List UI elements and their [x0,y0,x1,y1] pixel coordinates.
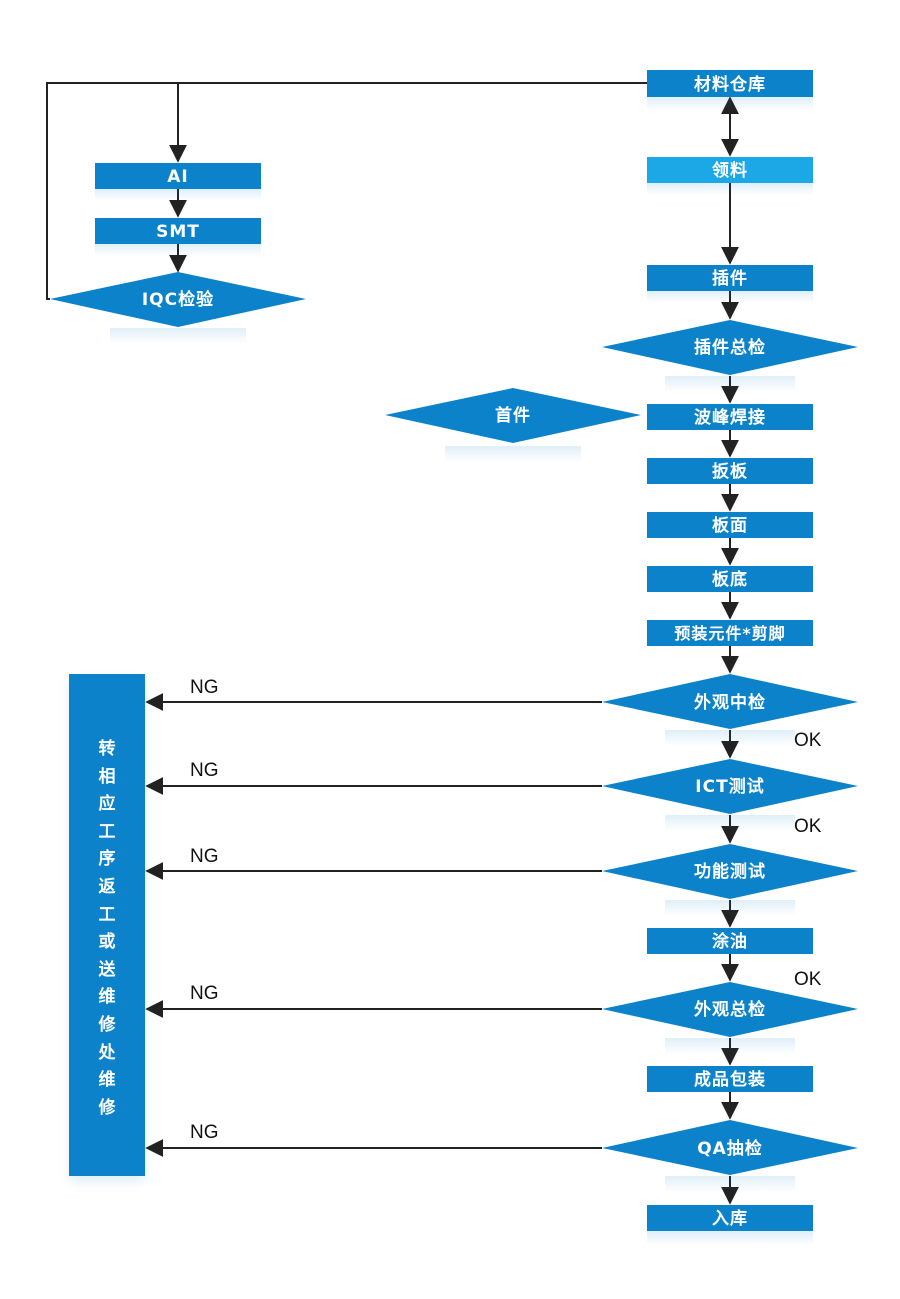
node-board-top: 板面 [647,512,813,538]
node-visual-mid: 外观中检 [602,674,858,729]
node-board-top-label: 板面 [712,515,748,536]
node-insert-label: 插件 [712,268,748,289]
ok-label-2: OK [794,816,822,837]
rework-box: 转 相 应 工 序 返 工 或 送 维 修 处 维 修 [69,674,145,1176]
node-iqc-label: IQC检验 [142,289,214,310]
node-package-label: 成品包装 [694,1069,766,1090]
node-board-bottom: 板底 [647,566,813,592]
node-ict: ICT测试 [602,759,858,814]
node-pick: 领料 [647,157,813,183]
rework-char: 工 [98,821,116,842]
node-insert-check-label: 插件总检 [694,337,766,358]
node-insert: 插件 [647,265,813,291]
node-insert-check: 插件总检 [602,320,858,375]
node-package: 成品包装 [647,1066,813,1092]
node-ict-label: ICT测试 [695,776,764,797]
node-wave-solder: 波峰焊接 [647,404,813,430]
rework-char: 工 [98,904,116,925]
node-warehouse: 材料仓库 [647,70,813,97]
node-function-test-label: 功能测试 [694,861,766,882]
reflections [95,97,813,1245]
node-warehouse-label: 材料仓库 [694,74,766,95]
rework-char: 修 [98,1014,116,1035]
rework-text: 转 相 应 工 序 返 工 或 送 维 修 处 维 修 [69,736,145,1122]
rework-char: 序 [98,849,116,870]
node-iqc: IQC检验 [50,272,306,327]
rework-char: 相 [98,766,116,787]
node-pull-board: 扳板 [647,458,813,484]
rework-char: 返 [98,876,116,897]
node-qa: QA抽检 [602,1120,858,1175]
node-oil-label: 涂油 [712,931,748,952]
node-qa-label: QA抽检 [697,1138,763,1159]
node-smt-label: SMT [156,222,200,242]
node-visual-final: 外观总检 [602,982,858,1037]
node-first-piece-label: 首件 [495,405,531,426]
rework-char: 送 [98,959,116,980]
rework-char: 转 [98,739,116,759]
node-function-test: 功能测试 [602,844,858,899]
node-wave-solder-label: 波峰焊接 [694,407,766,428]
node-pull-board-label: 扳板 [712,461,748,482]
node-smt: SMT [95,218,261,244]
rework-char: 修 [98,1097,116,1118]
node-visual-final-label: 外观总检 [694,999,766,1020]
rework-char: 或 [98,932,116,953]
node-oil: 涂油 [647,928,813,954]
node-store-label: 入库 [712,1208,748,1229]
node-board-bottom-label: 板底 [712,569,748,590]
ok-label-3: OK [794,969,822,990]
node-visual-mid-label: 外观中检 [694,692,766,713]
node-pick-label: 领料 [712,160,748,181]
rework-char: 维 [98,987,116,1008]
rework-char: 维 [98,1070,116,1091]
node-first-piece: 首件 [385,388,641,443]
ng-label-5: NG [190,1122,219,1143]
ng-label-3: NG [190,846,219,867]
node-ai-label: AI [167,167,188,187]
ng-label-2: NG [190,760,219,781]
node-store: 入库 [647,1205,813,1231]
node-preinstall-label: 预装元件*剪脚 [674,624,785,643]
node-preinstall: 预装元件*剪脚 [647,620,813,646]
loop-line [46,82,647,300]
connectors [46,82,739,1205]
rework-char: 处 [98,1042,116,1063]
node-ai: AI [95,163,261,189]
rework-char: 应 [98,794,116,815]
ng-label-1: NG [190,677,219,698]
ng-label-4: NG [190,983,219,1004]
ok-label-1: OK [794,730,822,751]
